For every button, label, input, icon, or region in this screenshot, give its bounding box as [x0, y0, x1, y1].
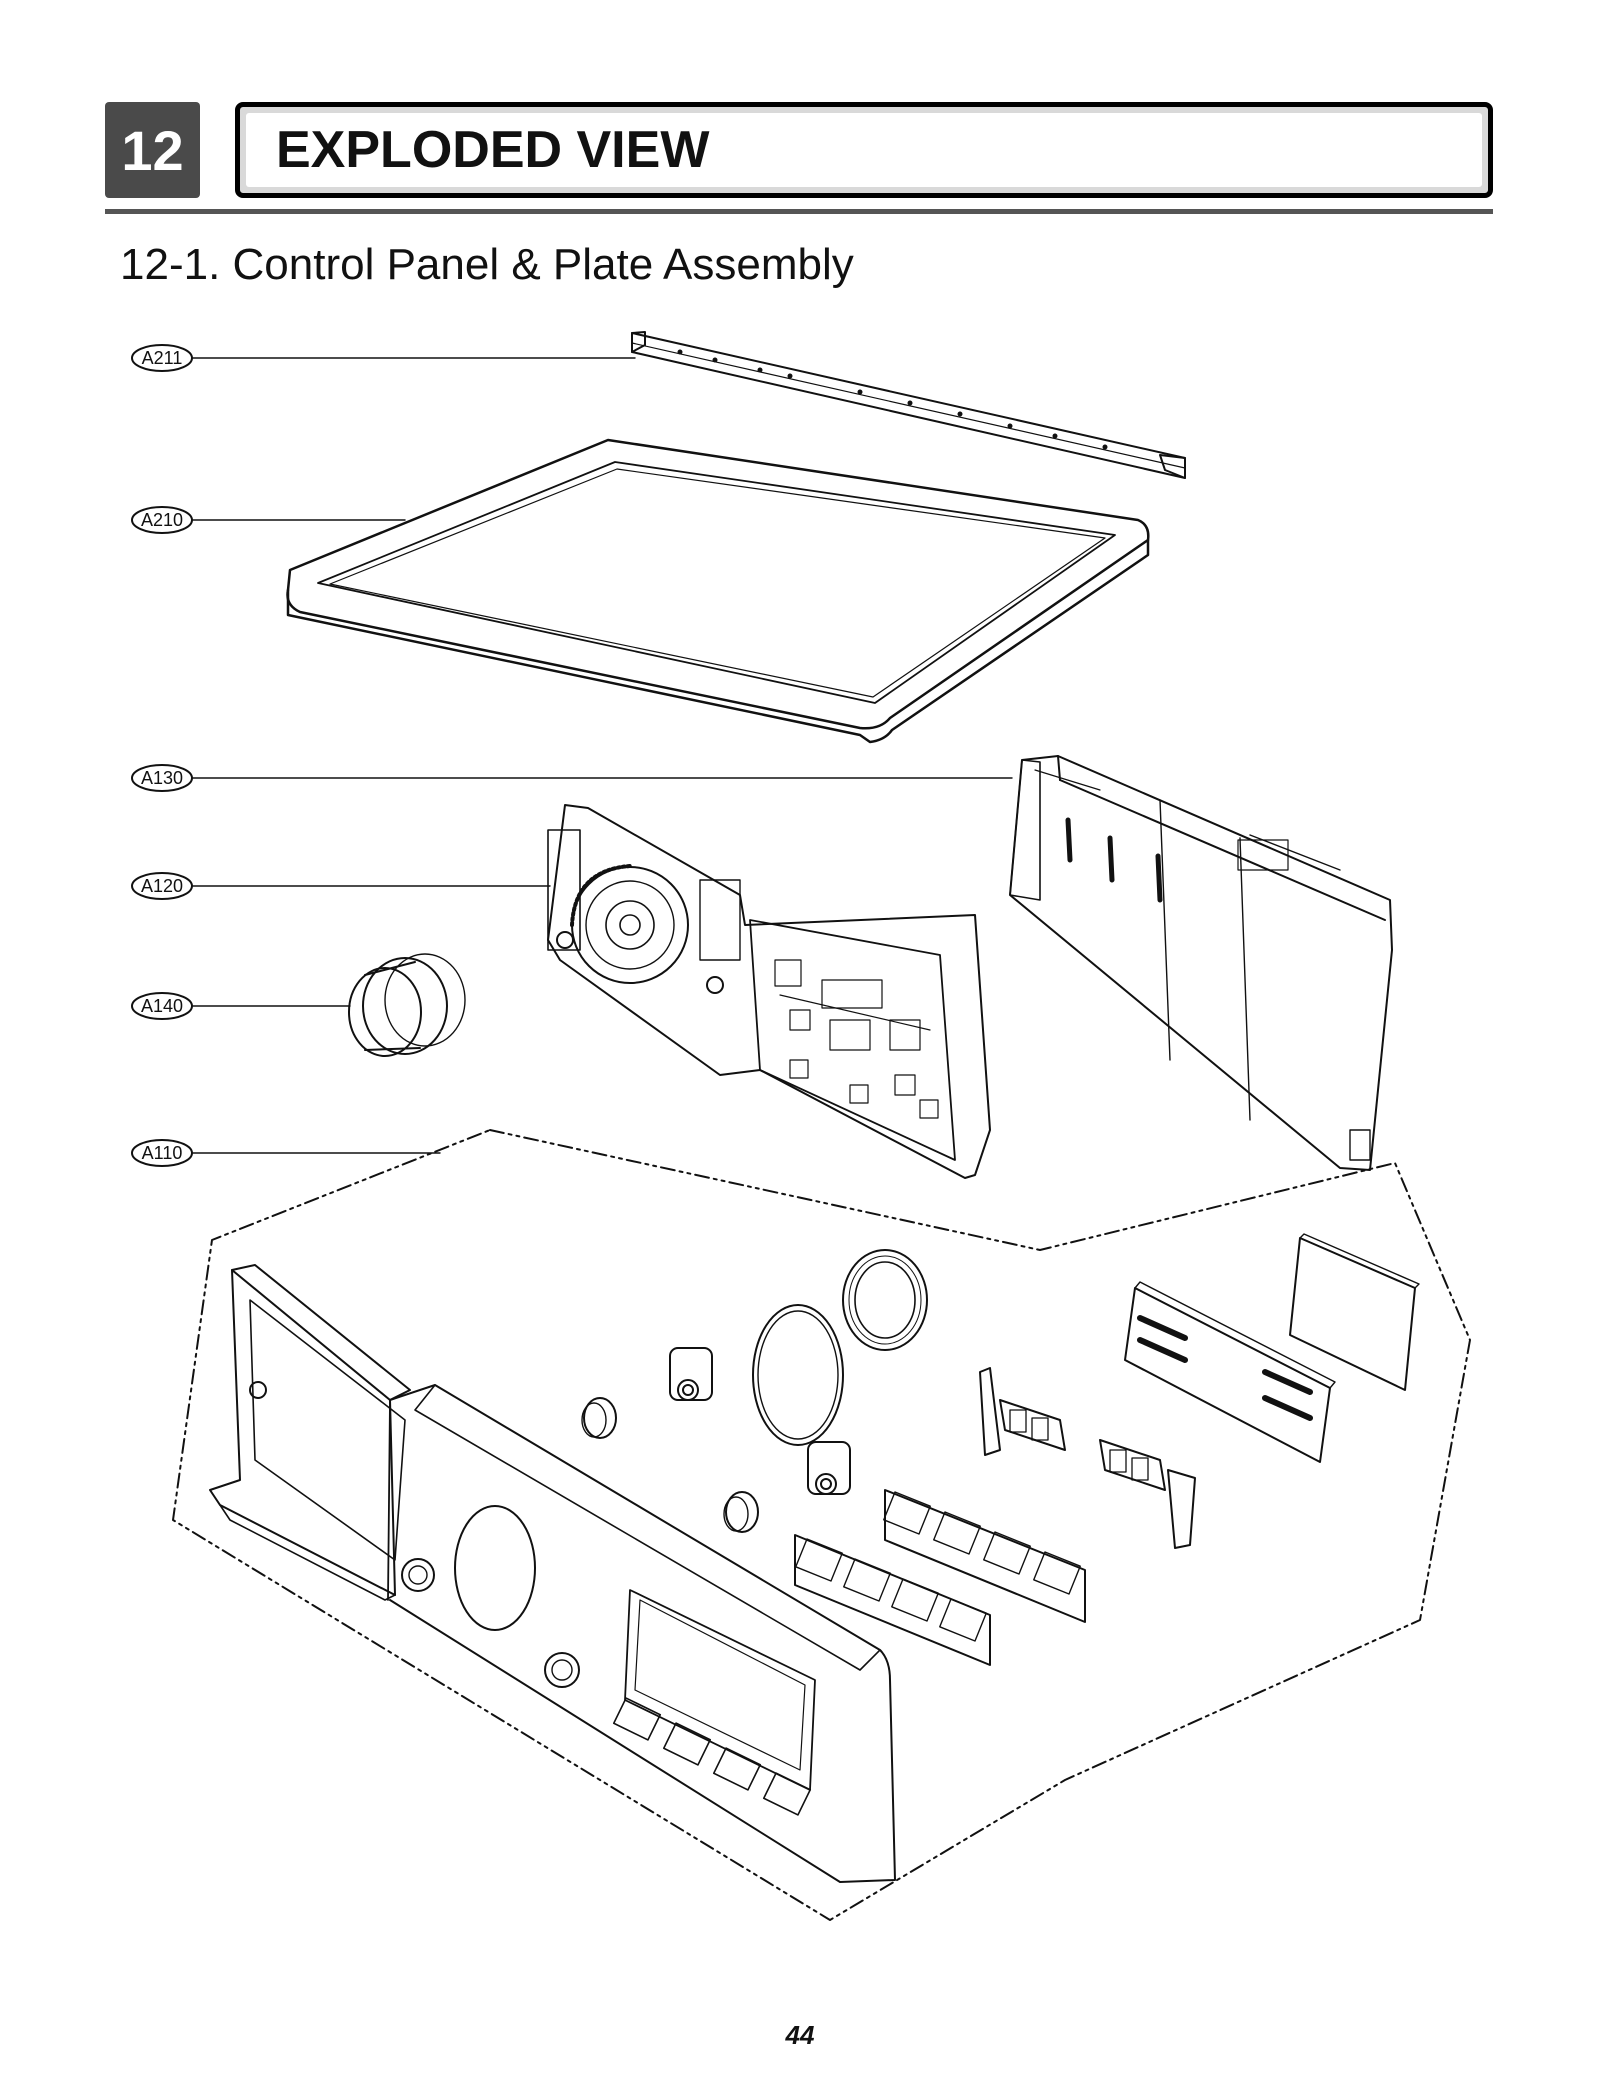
- callout-label: A120: [141, 876, 183, 896]
- section-title-frame: EXPLODED VIEW: [235, 102, 1493, 198]
- header-rule: [105, 209, 1493, 214]
- ring-window-part: [842, 1249, 928, 1351]
- film-sheet-part: [1289, 1233, 1420, 1391]
- switch-upper-part: [669, 1347, 713, 1401]
- callout-label: A211: [142, 348, 183, 368]
- lever-bracket-lower-part: [1099, 1439, 1196, 1549]
- callout-label: A130: [141, 768, 183, 788]
- section-number-badge: 12: [105, 102, 200, 198]
- ring-large-part: [752, 1304, 844, 1446]
- callout-a140: A140: [131, 992, 351, 1020]
- page-subtitle: 12-1. Control Panel & Plate Assembly: [120, 240, 854, 289]
- section-title: EXPLODED VIEW: [246, 113, 1482, 187]
- front-panel-part: [209, 1264, 896, 1883]
- top-bracket-part: [631, 331, 1186, 479]
- callout-label: A140: [141, 996, 183, 1016]
- page-number: 44: [785, 2020, 815, 2050]
- plate-cover-part: [1124, 1281, 1336, 1463]
- callout-a211: A211: [131, 344, 636, 372]
- callout-a120: A120: [131, 872, 551, 900]
- small-knob-lower-part: [723, 1491, 759, 1533]
- callout-label: A210: [141, 510, 183, 530]
- switch-lower-part: [807, 1441, 851, 1495]
- assembly-boundary: [172, 1129, 1471, 1921]
- button-row-lower-part: [794, 1534, 991, 1666]
- knob-part: [348, 953, 466, 1057]
- lever-bracket-upper-part: [979, 1367, 1066, 1456]
- control-frame-part: [547, 804, 991, 1179]
- button-row-upper-part: [883, 1489, 1086, 1623]
- top-plate-part: [286, 438, 1150, 744]
- callout-a110: A110: [131, 1139, 441, 1167]
- callout-label: A110: [142, 1143, 183, 1163]
- callout-a210: A210: [131, 506, 406, 534]
- pcb-cover-part: [1009, 755, 1393, 1171]
- callout-a130: A130: [131, 764, 1013, 792]
- small-knob-left-part: [581, 1397, 617, 1439]
